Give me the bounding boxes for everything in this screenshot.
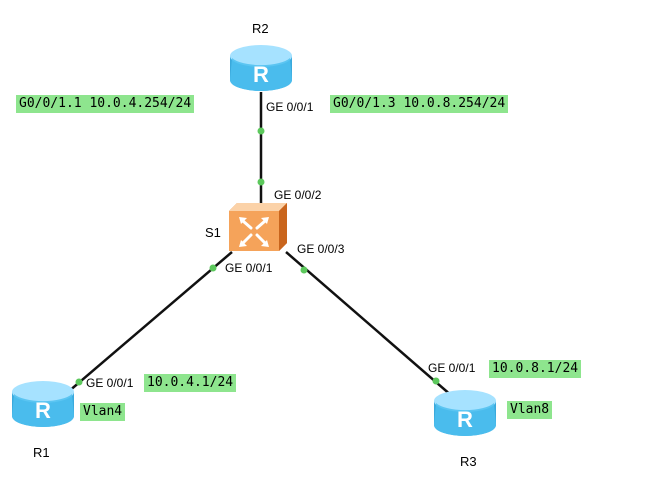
port-dot-r3-g001 [432, 377, 440, 385]
node-label-r2: R2 [252, 21, 269, 36]
tag-r3-vlan: Vlan8 [507, 401, 553, 419]
tag-r3-ip: 10.0.8.1/24 [489, 360, 582, 378]
port-dot-s1-g003 [300, 266, 308, 274]
tag-r2-subif-3: G0/0/1.3 10.0.8.254/24 [330, 95, 509, 113]
switch-icon[interactable] [229, 203, 287, 251]
port-label-s1-g001: GE 0/0/1 [225, 261, 273, 275]
port-label-r1-g001: GE 0/0/1 [86, 376, 134, 390]
router-icon[interactable]: R [12, 381, 74, 427]
link-s1-r3 [285, 251, 453, 397]
port-label-r3-g001: GE 0/0/1 [428, 361, 476, 375]
router-icon[interactable]: R [434, 390, 496, 436]
tag-r1-ip: 10.0.4.1/24 [144, 374, 237, 392]
tag-r1-vlan: Vlan4 [80, 403, 126, 421]
port-dot-s1-g002 [257, 178, 265, 186]
port-dot-s1-g001 [209, 264, 217, 272]
node-label-s1: S1 [205, 225, 221, 240]
router-icon[interactable]: R [230, 45, 292, 91]
svg-text:R: R [253, 62, 269, 87]
svg-text:R: R [35, 398, 51, 423]
node-label-r3: R3 [460, 454, 477, 469]
tag-r2-subif-1: G0/0/1.1 10.0.4.254/24 [16, 95, 195, 113]
port-label-s1-g003: GE 0/0/3 [297, 242, 345, 256]
port-dot-r1-g001 [75, 378, 83, 386]
port-dot-r2-g001 [257, 127, 265, 135]
link-s1-r1 [67, 251, 233, 393]
port-label-r2-g001: GE 0/0/1 [266, 100, 314, 114]
port-label-s1-g002: GE 0/0/2 [274, 188, 322, 202]
node-label-r1: R1 [33, 445, 50, 460]
svg-text:R: R [457, 407, 473, 432]
